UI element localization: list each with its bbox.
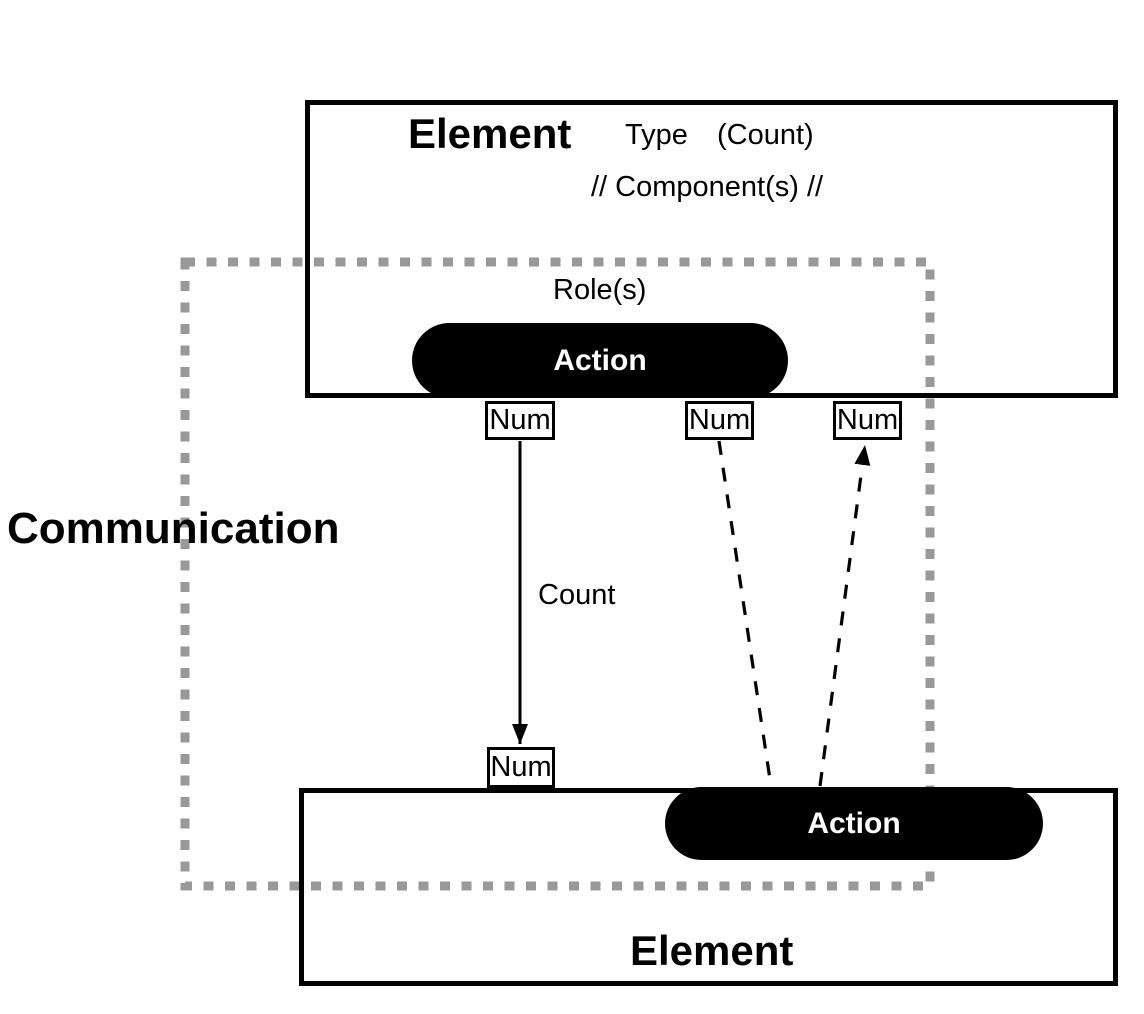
num-label-3: Num — [836, 404, 899, 436]
top-action-pill: Action — [412, 323, 788, 398]
num-box-4: Num — [487, 747, 555, 788]
communication-roles-label: Role(s) — [553, 274, 647, 306]
bottom-action-pill: Action — [665, 787, 1043, 860]
num-label-1: Num — [489, 404, 551, 436]
num-box-3: Num — [833, 401, 902, 440]
num-box-2: Num — [685, 401, 754, 440]
top-element-components-label: // Component(s) // — [591, 171, 824, 203]
communication-boundary-dashed-box — [180, 257, 935, 891]
bottom-action-label: Action — [807, 806, 901, 840]
num-box-1: Num — [485, 401, 555, 440]
bottom-element-title: Element — [630, 927, 794, 974]
dashed-link-up-arrow — [818, 444, 871, 787]
count-arrow-label: Count — [538, 579, 616, 611]
dashed-link-down — [717, 440, 773, 787]
top-element-type-label: Type — [625, 119, 688, 151]
communication-title: Communication — [7, 504, 340, 553]
top-action-label: Action — [553, 343, 647, 377]
top-element-title: Element — [408, 110, 572, 157]
num-label-4: Num — [490, 751, 552, 783]
top-element-count-label: (Count) — [717, 119, 814, 151]
num-label-2: Num — [688, 404, 751, 436]
